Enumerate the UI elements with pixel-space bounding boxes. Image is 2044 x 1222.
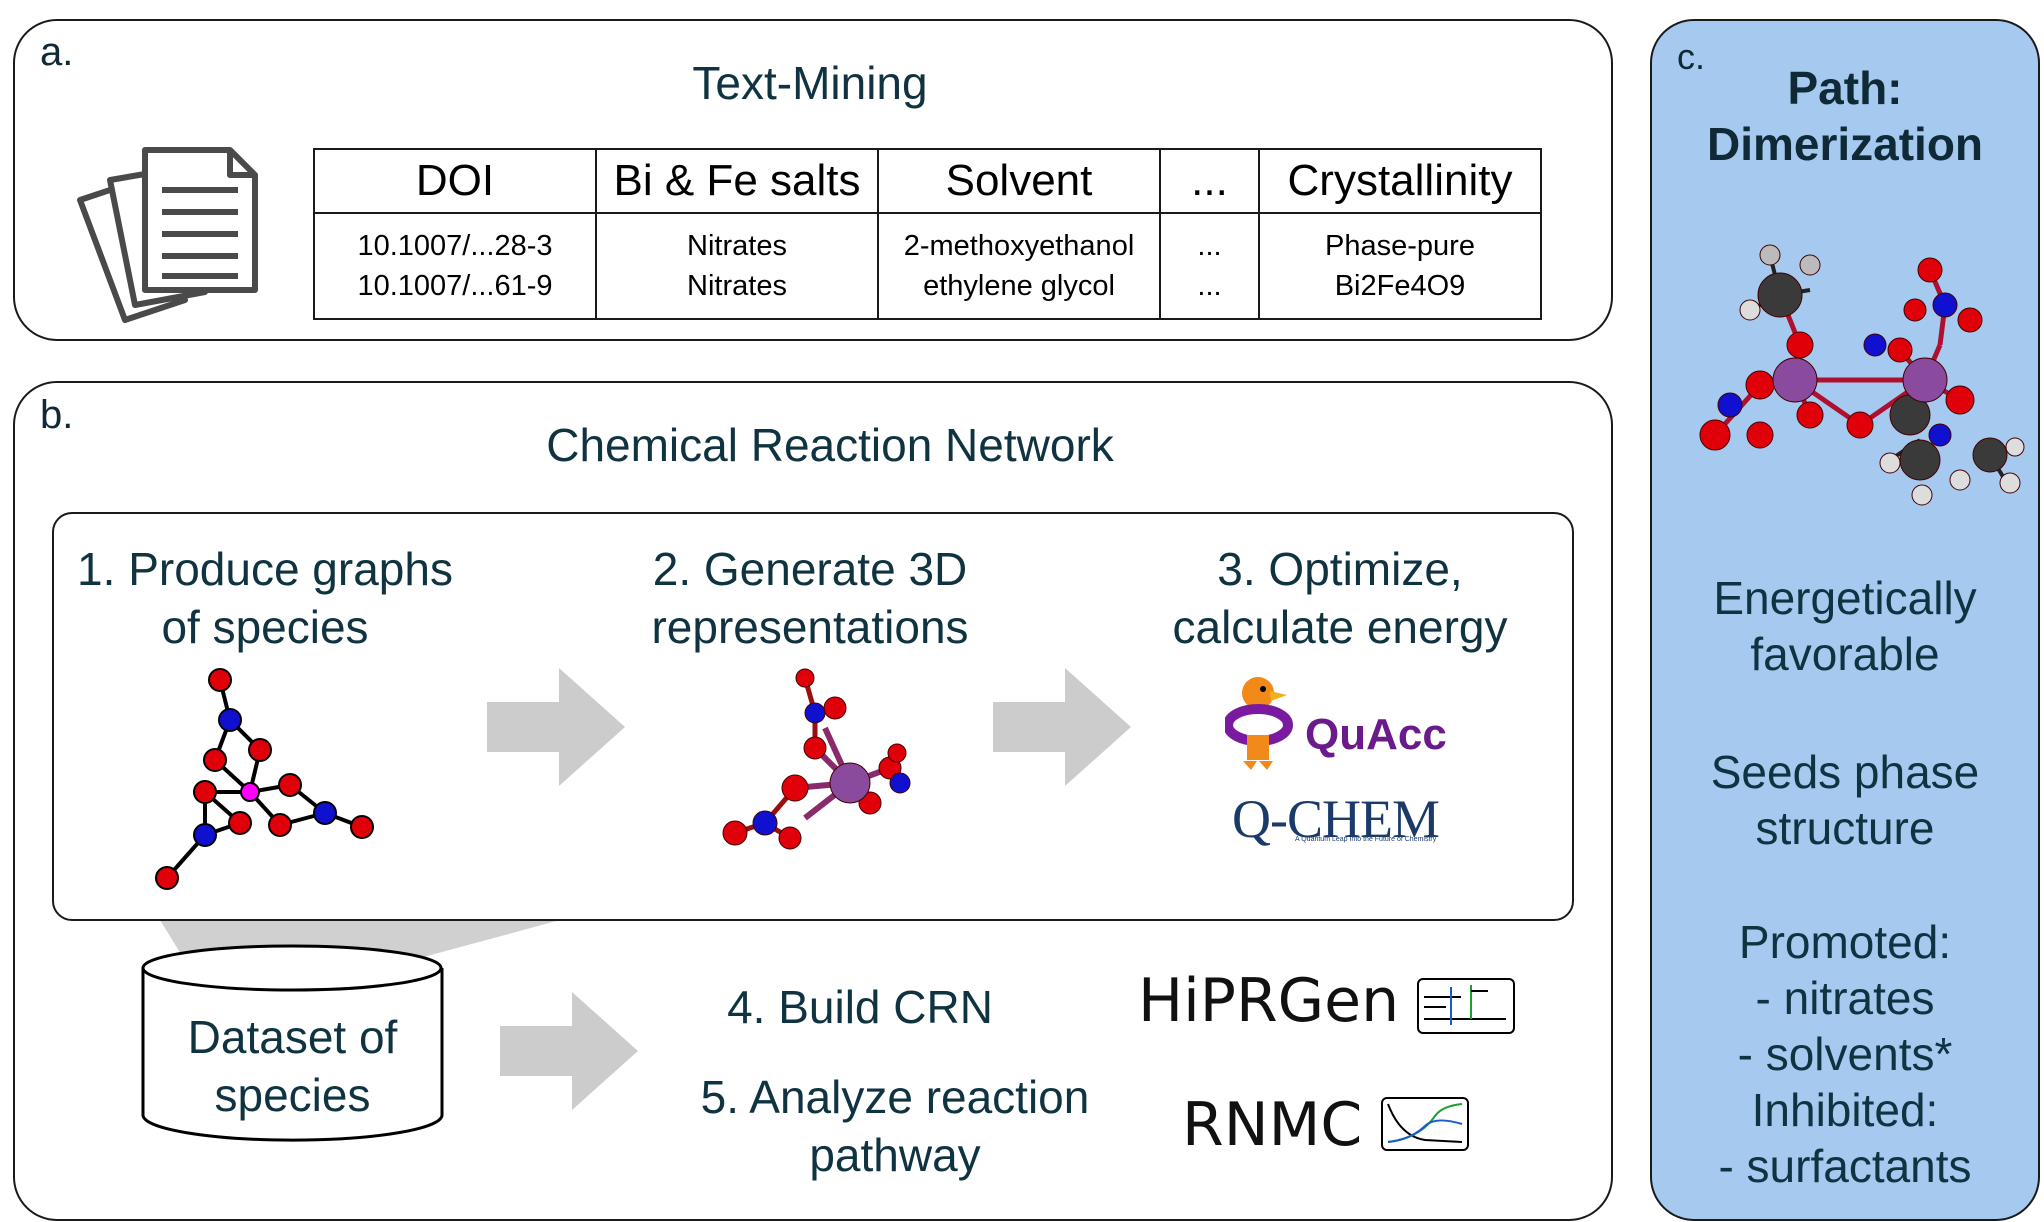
step-2-line: representations [651,601,969,653]
effects-line: - nitrates [1755,972,1935,1024]
cell-line: Phase-pure [1325,230,1475,262]
energetic-line: favorable [1750,628,1940,680]
arrow-right-icon [487,668,625,786]
step-3-line: calculate energy [1172,601,1508,653]
header-salts: Bi & Fe salts [595,148,879,214]
step-3-label: 3. Optimize, calculate energy [1120,540,1560,656]
header-doi: DOI [313,148,597,214]
effects-line: - surfactants [1718,1140,1972,1192]
effects-list: Promoted: - nitrates - solvents* Inhibit… [1650,914,2040,1194]
cell-line: ethylene glycol [923,270,1115,302]
molecule-3d-icon [722,668,911,850]
panel-b-title: Chemical Reaction Network [546,419,1114,471]
header-crystallinity: Crystallinity [1258,148,1542,214]
cell-line: Nitrates [687,230,787,262]
effects-line: - solvents* [1737,1028,1953,1080]
qchem-logo: Q-CHEM [1232,789,1440,849]
cell-line: 10.1007/...61-9 [357,270,553,302]
rnmc-curve-icon [1381,1097,1469,1151]
seeds-line: Seeds phase [1710,746,1980,798]
step-1-label: 1. Produce graphs of species [60,540,470,656]
quacc-logo: QuAcc [1305,710,1447,759]
qchem-tagline: A Quantum Leap Into the Future of Chemis… [1295,836,1437,843]
step-1-line: of species [161,601,369,653]
step-5-label: 5. Analyze reaction pathway [680,1068,1110,1184]
panel-a-letter: a. [40,30,74,74]
dimer-molecule-icon [1699,244,2025,506]
seeds-label: Seeds phase structure [1650,744,2040,856]
cell-salts: Nitrates Nitrates [595,212,879,320]
panel-c-title-line2: Dimerization [1706,118,1984,170]
text-mining-table: DOI Bi & Fe salts Solvent ... Crystallin… [313,148,1542,320]
cell-line: Nitrates [687,270,787,302]
effects-line: Inhibited: [1751,1084,1939,1136]
table-row: 10.1007/...28-3 10.1007/...61-9 Nitrates… [313,212,1542,320]
step-5-line: 5. Analyze reaction [700,1071,1090,1123]
panel-b-letter: b. [40,393,74,437]
effects-line: Promoted: [1738,916,1952,968]
step-2-line: 2. Generate 3D [652,543,968,595]
hiprgen-logo: HiPRGen [1138,966,1400,1036]
species-graph-icon [155,668,374,890]
documents-icon [77,147,258,323]
panel-c-dimerization [1650,19,2040,1221]
dataset-line: species [214,1069,371,1121]
cell-doi: 10.1007/...28-3 10.1007/...61-9 [313,212,597,320]
step-2-label: 2. Generate 3D representations [610,540,1010,656]
seeds-line: structure [1755,802,1935,854]
cell-crystallinity: Phase-pure Bi2Fe4O9 [1258,212,1542,320]
dataset-line: Dataset of [187,1011,398,1063]
table-header-row: DOI Bi & Fe salts Solvent ... Crystallin… [313,148,1542,214]
panel-a-title: Text-Mining [692,57,928,109]
step-1-line: 1. Produce graphs [77,543,453,595]
rnmc-logo: RNMC [1182,1090,1363,1160]
energetic-label: Energetically favorable [1650,570,2040,682]
cell-solvent: 2-methoxyethanol ethylene glycol [877,212,1161,320]
dataset-label: Dataset of species [140,1008,445,1124]
step-3-line: 3. Optimize, [1217,543,1463,595]
panel-c-title-line1: Path: [1787,62,1903,114]
dataset-cylinder-icon [141,944,444,1142]
arrow-right-icon [500,992,638,1110]
quacc-duck-icon [1225,677,1293,770]
arrow-right-icon [993,668,1131,786]
cell-line: Bi2Fe4O9 [1334,270,1466,302]
cell-ellipsis: ... ... [1159,212,1260,320]
panel-c-letter: c. [1677,36,1706,77]
cell-line: 2-methoxyethanol [903,230,1135,262]
cell-line: ... [1197,230,1222,262]
energetic-line: Energetically [1713,572,1977,624]
header-ellipsis: ... [1159,148,1260,214]
cell-line: 10.1007/...28-3 [357,230,553,262]
hiprgen-flow-icon [1417,978,1515,1034]
header-solvent: Solvent [877,148,1161,214]
cell-line: ... [1197,270,1222,302]
step-5-line: pathway [809,1129,981,1181]
step-4-label: 4. Build CRN [727,981,993,1033]
